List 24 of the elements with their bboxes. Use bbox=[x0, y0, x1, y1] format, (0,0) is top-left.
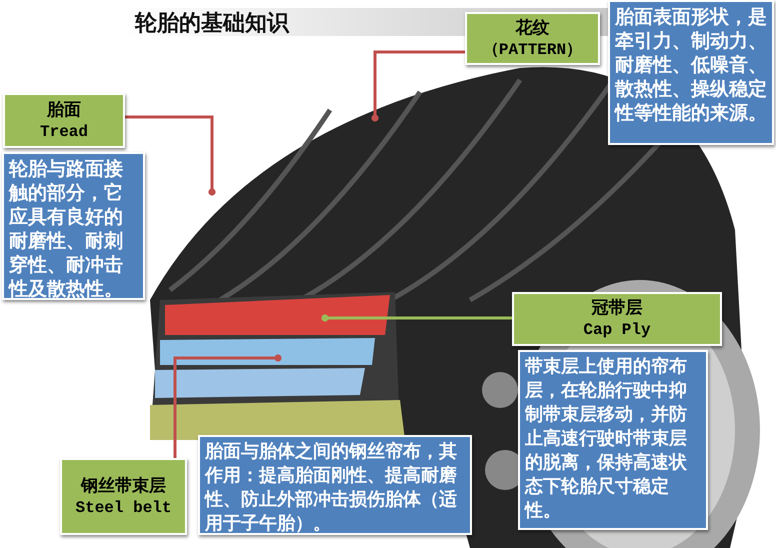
leader-line bbox=[321, 314, 512, 322]
part-name-english: Tread bbox=[40, 122, 88, 142]
label-box bbox=[465, 12, 600, 65]
leader-line bbox=[371, 50, 465, 122]
description-text: 带束层上使用的帘布层，在轮胎行驶中抑制带束层移动，并防止高速行驶时带束层的脱离，保持高速状态下轮胎尺寸稳定性。 bbox=[525, 355, 688, 523]
description-text: 胎面与胎体之间的钢丝帘布，其作用：提高胎面刚性、提高耐磨性、防止外部冲击损伤胎体（适用于子午胎）。 bbox=[205, 440, 458, 536]
part-name-english: Cap Ply bbox=[583, 320, 651, 341]
part-name: 花纹 bbox=[516, 16, 550, 38]
description-box bbox=[608, 0, 774, 145]
description-box bbox=[518, 350, 708, 530]
part-name-english: Steel belt bbox=[75, 498, 172, 518]
label-box bbox=[60, 458, 187, 535]
part-name-english: （PATTERN） bbox=[482, 40, 582, 60]
label-box bbox=[3, 93, 125, 148]
leader-line bbox=[125, 116, 216, 196]
description-box bbox=[2, 152, 145, 300]
part-name: 钢丝带束层 bbox=[81, 474, 166, 496]
title: 轮胎的基础知识 bbox=[135, 10, 289, 38]
label-box bbox=[512, 292, 722, 346]
part-name: 冠带层 bbox=[592, 297, 642, 319]
description-text: 轮胎与路面接触的部分，它应具有良好的耐磨性、耐刺穿性、耐冲击性及散热性。 bbox=[9, 157, 124, 301]
leader-line bbox=[174, 354, 282, 458]
part-name: 胎面 bbox=[47, 98, 81, 120]
description-text: 胎面表面形状，是牵引力、制动力、耐磨性、低噪音、散热性、操纵稳定性等性能的来源。 bbox=[615, 5, 767, 125]
